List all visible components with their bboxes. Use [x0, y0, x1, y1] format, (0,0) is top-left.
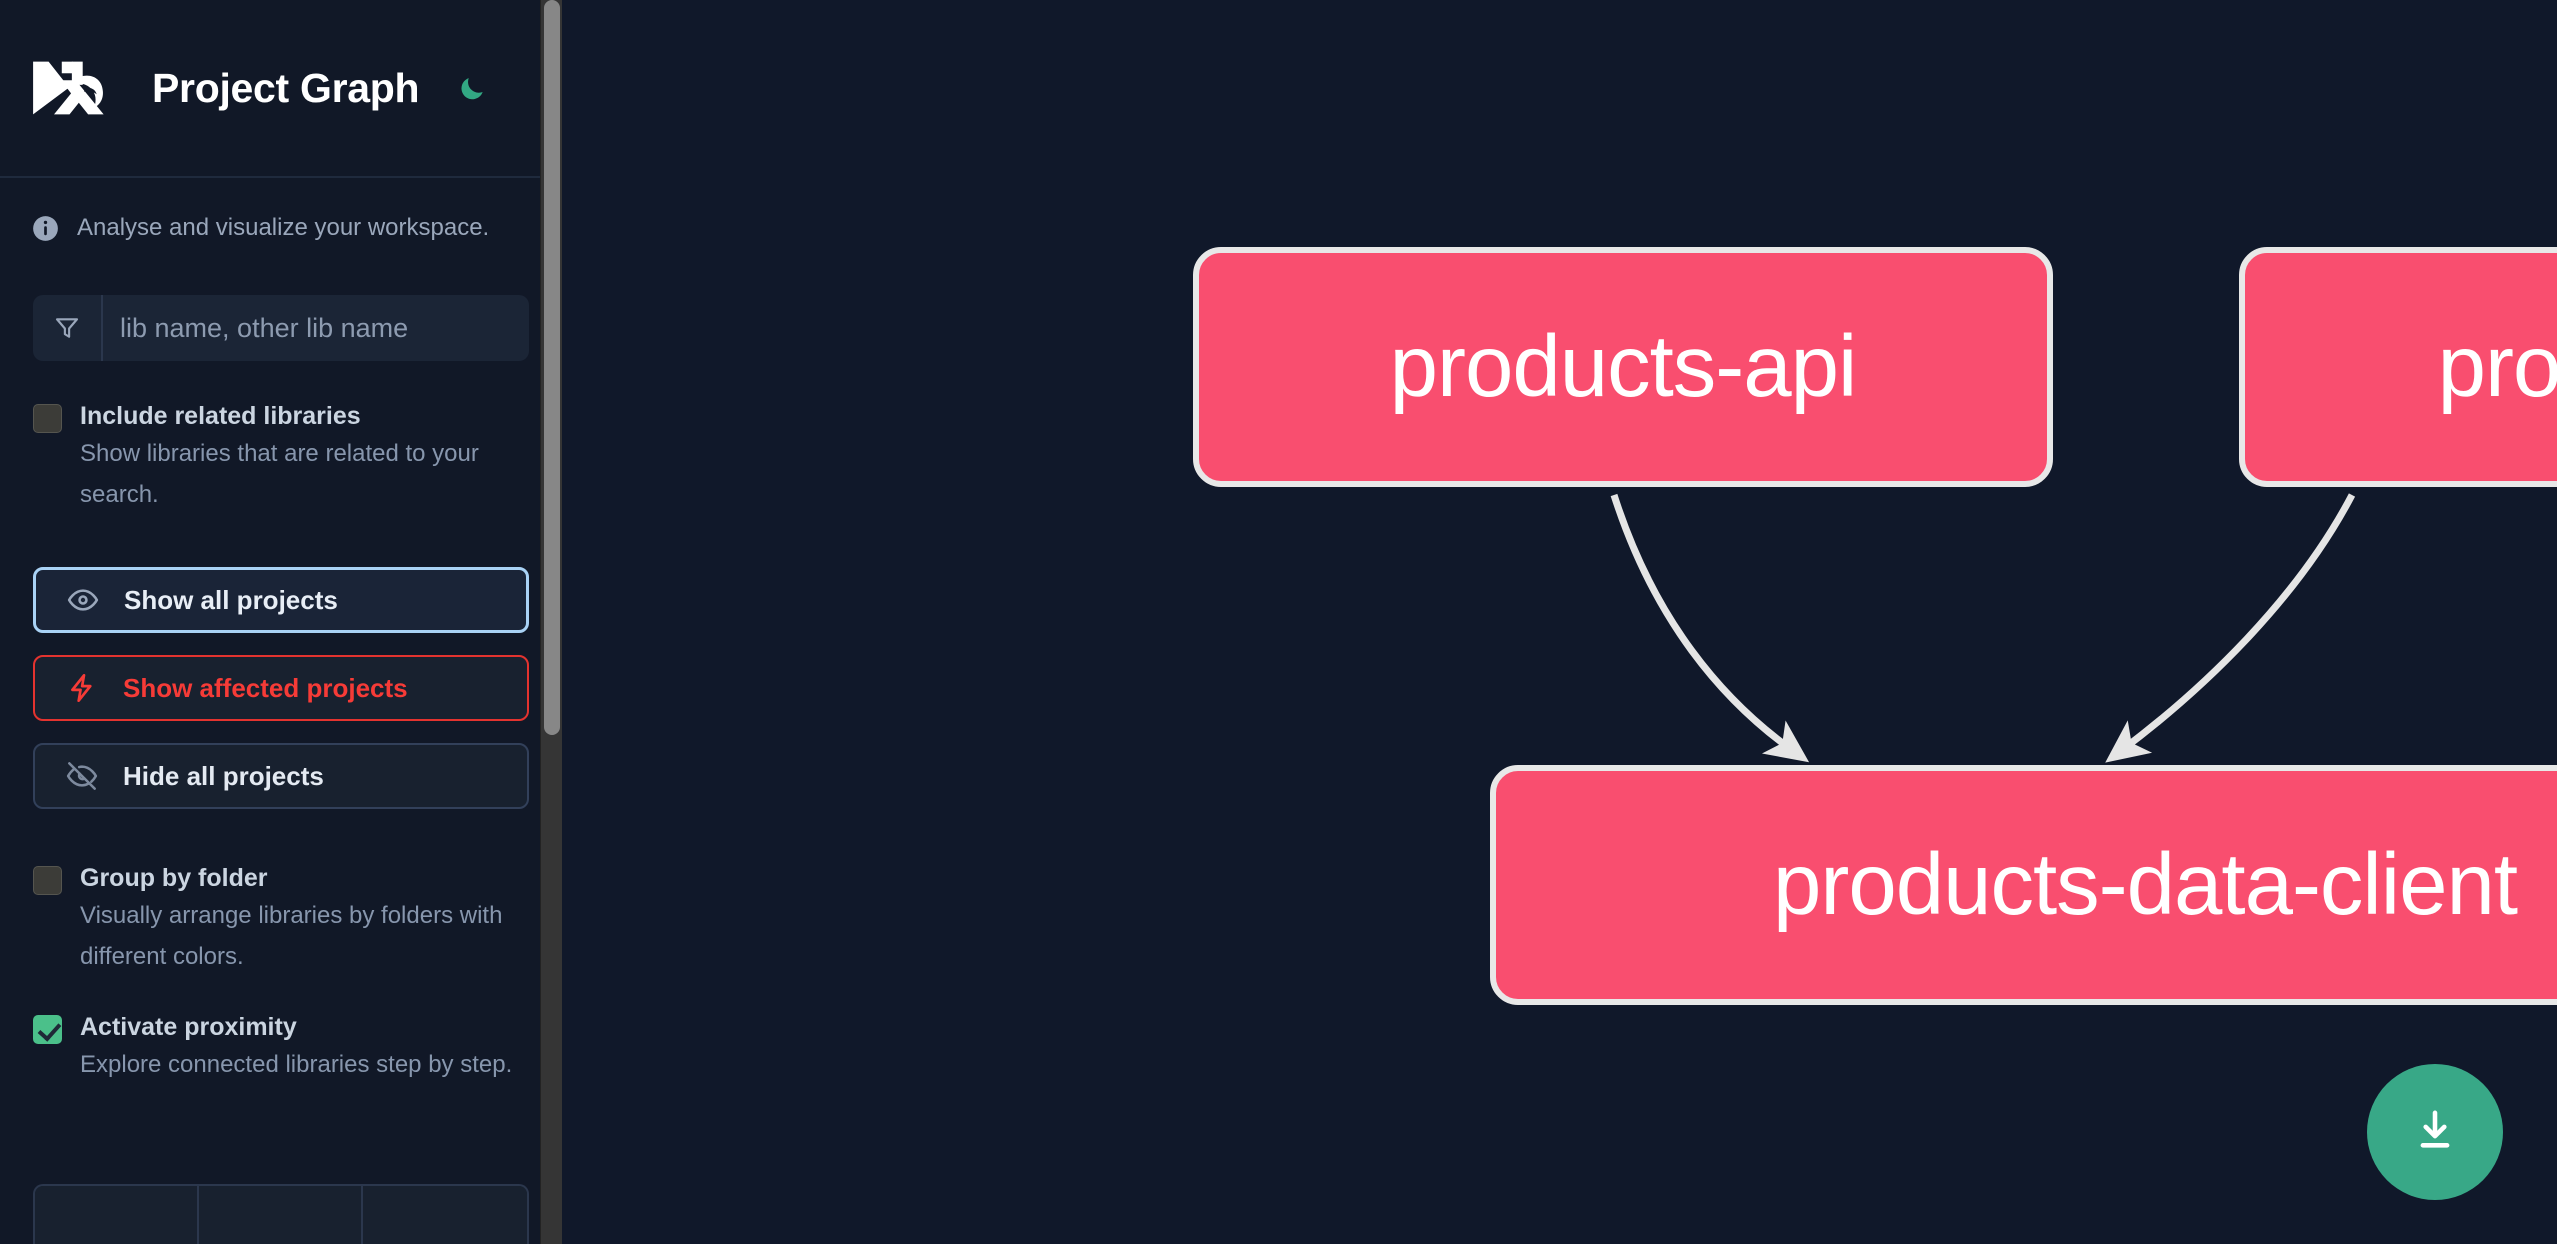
group-by-folder-checkbox[interactable] — [33, 866, 62, 895]
include-related-libraries-label: Include related libraries — [80, 402, 361, 430]
download-image-button[interactable] — [2367, 1064, 2503, 1200]
include-related-libraries-description: Show libraries that are related to your … — [80, 440, 479, 508]
sidebar-header: Project Graph — [0, 0, 562, 178]
search-field-wrapper — [33, 295, 529, 361]
option-group-by-folder[interactable]: Group by folder Visually arrange librari… — [0, 861, 562, 977]
segmented-control[interactable] — [33, 1184, 529, 1244]
graph-node-label: products-cli — [2437, 318, 2557, 415]
include-related-libraries-checkbox[interactable] — [33, 404, 62, 433]
moon-icon[interactable] — [451, 67, 493, 109]
graph-node-label: products-data-client — [1772, 836, 2518, 933]
option-activate-proximity[interactable]: Activate proximity Explore connected lib… — [0, 1010, 562, 1085]
graph-edges — [1610, 493, 2356, 763]
graph-canvas[interactable]: products-api products-cli products-data-… — [562, 0, 2557, 1244]
show-affected-projects-button[interactable]: Show affected projects — [33, 655, 529, 721]
page-title: Project Graph — [152, 64, 420, 111]
sidebar: Project Graph Analyse and visualize your… — [0, 0, 562, 1244]
graph-node-label: products-api — [1389, 318, 1858, 415]
search-input[interactable] — [103, 295, 529, 361]
edge-products-api-to-products-data-client — [1610, 493, 1810, 763]
activate-proximity-label: Activate proximity — [80, 1013, 297, 1041]
hide-all-projects-label: Hide all projects — [123, 760, 324, 791]
tagline-text: Analyse and visualize your workspace. — [77, 214, 490, 241]
tagline-row: Analyse and visualize your workspace. — [0, 178, 562, 242]
group-by-folder-label: Group by folder — [80, 864, 268, 892]
show-all-projects-label: Show all projects — [124, 584, 338, 615]
graph-node-products-cli[interactable]: products-cli — [2239, 247, 2557, 487]
graph-node-products-data-client[interactable]: products-data-client — [1490, 765, 2557, 1005]
segmented-control-option-3[interactable] — [363, 1186, 527, 1244]
hide-all-projects-button[interactable]: Hide all projects — [33, 743, 529, 809]
eye-icon — [67, 584, 99, 616]
projects-button-group: Show all projects Show affected projects — [33, 567, 529, 809]
activate-proximity-description: Explore connected libraries step by step… — [80, 1051, 513, 1078]
graph-node-products-api[interactable]: products-api — [1193, 247, 2053, 487]
filter-funnel-icon — [33, 295, 103, 361]
group-by-folder-description: Visually arrange libraries by folders wi… — [80, 902, 503, 970]
lightning-icon — [66, 672, 98, 704]
segmented-control-option-2[interactable] — [199, 1186, 363, 1244]
info-icon — [32, 215, 59, 242]
show-all-projects-button[interactable]: Show all projects — [33, 567, 529, 633]
edge-products-cli-to-products-data-client — [2105, 493, 2356, 763]
option-include-related-libraries[interactable]: Include related libraries Show libraries… — [0, 399, 562, 515]
segmented-control-option-1[interactable] — [35, 1186, 199, 1244]
eye-off-icon — [66, 760, 98, 792]
download-icon — [2409, 1105, 2461, 1160]
sidebar-scrollbar-thumb[interactable] — [544, 0, 560, 735]
activate-proximity-checkbox[interactable] — [33, 1015, 62, 1044]
show-affected-projects-label: Show affected projects — [123, 672, 408, 703]
graph-canvas-inner: products-api products-cli products-data-… — [562, 0, 2557, 1244]
nx-logo-icon — [30, 57, 123, 119]
sidebar-body: Analyse and visualize your workspace. In… — [0, 178, 562, 1085]
sidebar-scrollbar-track[interactable] — [540, 0, 562, 1244]
